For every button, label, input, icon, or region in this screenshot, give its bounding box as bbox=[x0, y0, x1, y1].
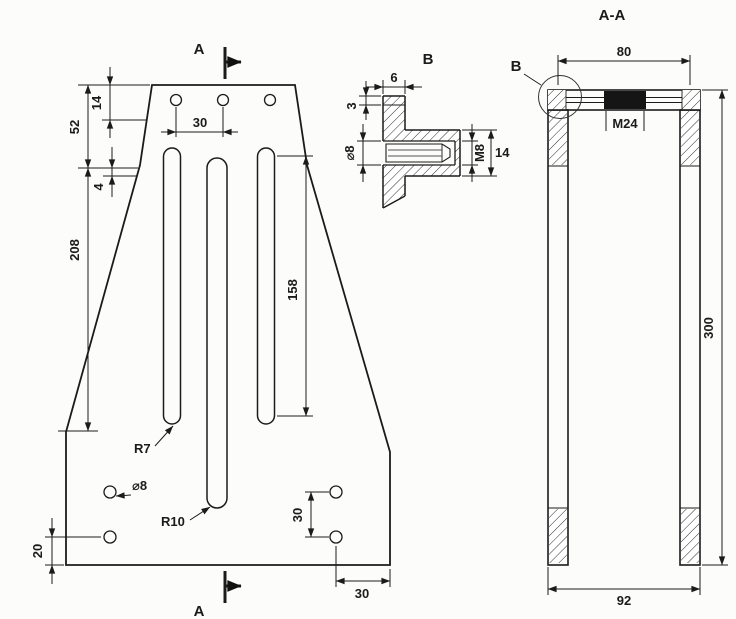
dim-text: 92 bbox=[617, 593, 631, 608]
dim-text: 30 bbox=[355, 586, 369, 601]
hole bbox=[329, 485, 343, 499]
slots bbox=[162, 147, 276, 509]
dim-side-holes-30: 30 bbox=[290, 491, 329, 538]
leader-r7: R7 bbox=[134, 425, 174, 456]
section-label-top: A bbox=[194, 41, 205, 58]
dim-text: 4 bbox=[91, 183, 106, 191]
detail-title: B bbox=[423, 51, 434, 68]
label-m24: M24 bbox=[605, 111, 645, 131]
dim-text: 80 bbox=[617, 44, 631, 59]
dim-3: 3 bbox=[344, 81, 381, 120]
radius-label: R10 bbox=[161, 514, 185, 529]
dim-6: 6 bbox=[366, 70, 422, 94]
bracket-outline bbox=[65, 84, 391, 566]
dim-158: 158 bbox=[277, 155, 313, 417]
dim-text: M8 bbox=[472, 144, 487, 162]
dim-text: 30 bbox=[193, 115, 207, 130]
dim-20: 20 bbox=[30, 518, 101, 584]
dim-52: 52 bbox=[67, 84, 150, 169]
slot-center bbox=[206, 157, 228, 509]
dim-text: 6 bbox=[390, 70, 397, 85]
bottom-holes bbox=[103, 485, 343, 544]
slot-left bbox=[162, 147, 182, 425]
detail-callout-label: B bbox=[511, 58, 522, 75]
detail-view-b: B 6 bbox=[342, 51, 510, 209]
dim-bottom-30: 30 bbox=[335, 546, 391, 601]
top-bridge bbox=[547, 89, 701, 111]
dim-text: ⌀8 bbox=[342, 145, 357, 160]
slot-right bbox=[256, 147, 276, 425]
section-view-aa: A-A B bbox=[511, 7, 728, 608]
top-mounting-holes bbox=[169, 93, 277, 107]
right-leg bbox=[679, 109, 701, 566]
left-leg bbox=[547, 109, 569, 566]
hatched-section bbox=[383, 96, 460, 208]
dim-text: 300 bbox=[701, 317, 716, 339]
diameter-label: ⌀8 bbox=[132, 478, 147, 493]
legs bbox=[547, 109, 701, 566]
dim-text: 158 bbox=[285, 279, 300, 301]
thread-block bbox=[604, 91, 646, 109]
dim-thread-m8: M8 bbox=[462, 124, 487, 182]
dim-208: 208 bbox=[58, 167, 98, 432]
dim-text: 208 bbox=[67, 239, 82, 261]
leader-hole-dia: ⌀8 bbox=[115, 478, 147, 499]
section-label-bottom: A bbox=[194, 603, 205, 619]
hole bbox=[329, 530, 343, 544]
dim-92: 92 bbox=[547, 567, 701, 608]
dim-14-boss: 14 bbox=[462, 129, 510, 177]
hole bbox=[103, 530, 117, 544]
leader-r10: R10 bbox=[161, 506, 211, 529]
dim-bore-dia8: ⌀8 bbox=[342, 124, 381, 182]
section-cut-marks: A A bbox=[194, 41, 242, 619]
radius-label: R7 bbox=[134, 441, 151, 456]
dim-300: 300 bbox=[701, 89, 728, 566]
hole bbox=[103, 485, 117, 499]
dim-text: 3 bbox=[344, 102, 359, 109]
hole bbox=[169, 93, 183, 107]
front-view: A A 30 14 52 2 bbox=[30, 41, 391, 619]
section-outline bbox=[382, 95, 461, 209]
hole bbox=[263, 93, 277, 107]
section-title: A-A bbox=[599, 7, 626, 24]
detail-circle-b: B bbox=[511, 58, 582, 119]
dim-text: 14 bbox=[495, 145, 510, 160]
dim-80: 80 bbox=[557, 44, 691, 85]
dim-14: 14 bbox=[89, 67, 146, 138]
pin bbox=[385, 143, 451, 163]
dim-text: 30 bbox=[290, 508, 305, 522]
dim-4: 4 bbox=[91, 147, 137, 197]
hole bbox=[216, 93, 230, 107]
dim-text: 14 bbox=[89, 95, 104, 110]
dim-text: 20 bbox=[30, 544, 45, 558]
thread-label: M24 bbox=[612, 116, 638, 131]
dim-hole-spacing-30: 30 bbox=[161, 107, 238, 137]
dim-text: 52 bbox=[67, 120, 82, 134]
